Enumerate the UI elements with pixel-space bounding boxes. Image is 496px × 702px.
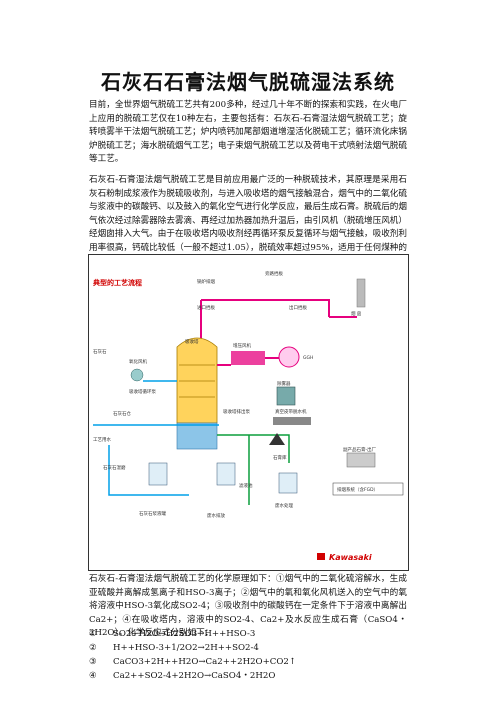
boiler-fan-label: 锅炉排烟 — [197, 278, 215, 285]
limestone-label: 石灰石 — [93, 348, 107, 355]
discharge-pump-label: 吸收塔排出泵 — [223, 408, 250, 415]
mill-label: 石灰石湿磨 — [103, 464, 126, 471]
outlet-damper-label: 出口挡板 — [289, 304, 307, 311]
process-flow-diagram: 典型的工艺流程 旁路挡板 锅炉排烟 进口挡板 出口挡板 烟 囱 吸收塔 增压风机… — [88, 254, 409, 571]
waste-water-label: 废水处理 — [275, 502, 293, 509]
kawasaki-logo: Kawasaki — [329, 553, 372, 562]
mist-label: 除雾器 — [277, 380, 291, 387]
vacuum-belt-label: 真空皮带脱水机 — [275, 408, 307, 415]
waste-tank-label: 废水排放 — [207, 512, 225, 519]
note-label: 排烟系统（含FGD） — [337, 486, 378, 493]
slurry-tank-label: 石灰石浆液罐 — [139, 510, 166, 517]
paragraph-intro: 目前，全世界烟气脱硫工艺共有200多种，经过几十年不断的探索和实践，在火电厂上应… — [89, 100, 407, 165]
paragraph-chemistry: 石灰石-石膏湿法烟气脱硫工艺的化学原理如下：①烟气中的二氧化硫溶解水，生成亚硫酸… — [89, 574, 407, 639]
absorber-label: 吸收塔 — [185, 338, 199, 345]
booster-fan-label: 增压风机 — [233, 342, 251, 349]
bypass-label: 旁路挡板 — [265, 270, 283, 277]
ggh-label: GGH — [303, 355, 313, 361]
limestone-bin-label: 石灰石仓 — [113, 410, 131, 417]
gypsum-sale-label: 副产品石膏-出厂 — [343, 446, 377, 453]
filtrate-label: 滤液池 — [239, 482, 253, 489]
page-title: 石灰石石膏法烟气脱硫湿法系统 — [101, 70, 395, 94]
gypsum-bin-label: 石膏库 — [273, 454, 287, 461]
circ-pump-label: 吸收塔循环泵 — [129, 388, 156, 395]
diagram-title: 典型的工艺流程 — [93, 278, 142, 287]
ox-fan-label: 氧化风机 — [129, 358, 147, 365]
process-water-label: 工艺用水 — [93, 436, 111, 443]
chimney-label: 烟 囱 — [351, 310, 362, 317]
inlet-damper-label: 进口挡板 — [197, 304, 215, 311]
